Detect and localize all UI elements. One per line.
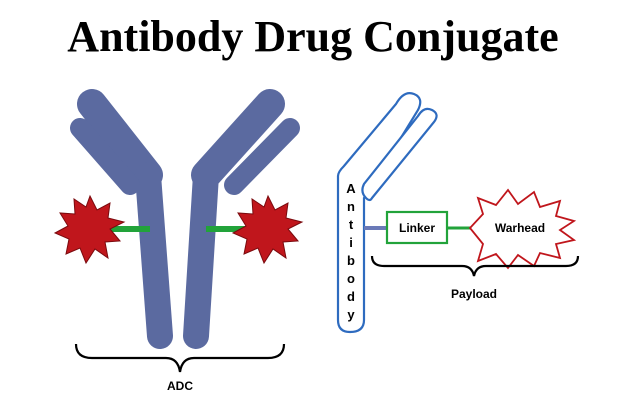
warhead-starburst-icon [468,188,577,270]
antibody-left-light-chain [70,118,140,195]
linker-label: Linker [399,221,435,235]
antibody-letter: d [347,289,355,304]
antibody-letter: A [346,181,356,196]
antibody-letter: o [347,271,355,286]
antibody-letter: b [347,253,355,268]
drug-star-left-icon [53,194,126,265]
antibody-letter: y [347,307,355,322]
antibody-left-outer-arm [77,89,163,190]
antibody-vertical-label: A n t i b o d y [346,181,356,322]
antibody-left-stem [135,162,173,349]
antibody-outline-heavy-chain [336,92,422,334]
payload-brace [370,255,580,277]
drug-star-right-icon [231,194,304,265]
adc-label: ADC [167,379,193,393]
antibody-letter: i [349,235,353,250]
linker-box [385,210,449,245]
adc-brace [74,343,286,373]
page-title: Antibody Drug Conjugate [67,12,559,61]
payload-label: Payload [451,287,497,301]
antibody-outline-light-chain [361,107,438,202]
antibody-letter: t [349,217,354,232]
warhead-label: Warhead [495,221,545,235]
antibody-right-light-chain [224,118,300,195]
adc-antibody [70,89,300,349]
antibody-right-outer-arm [191,89,285,190]
antibody-letter: n [347,199,355,214]
antibody-right-stem [183,162,219,349]
antibody-outline [336,92,438,334]
